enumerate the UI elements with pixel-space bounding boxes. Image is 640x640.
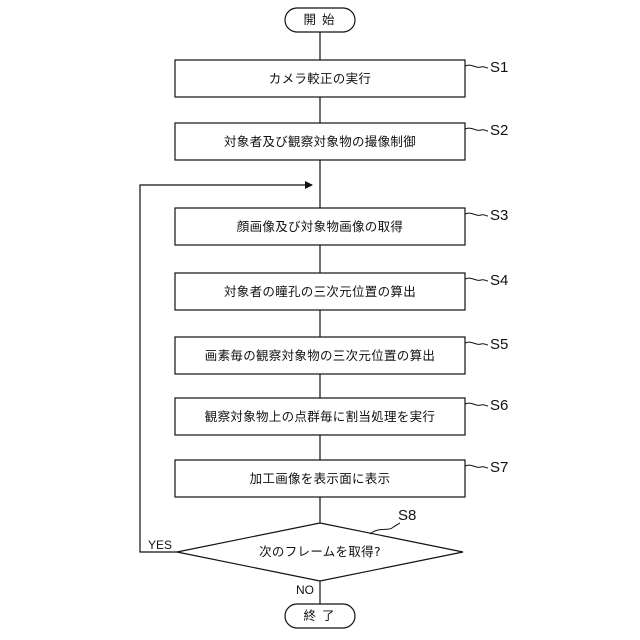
no-branch-label: NO: [296, 582, 314, 598]
yes-branch-label: YES: [148, 537, 172, 553]
step-id-s3: S3: [490, 208, 508, 224]
step-id-s7: S7: [490, 460, 508, 476]
end-label: 終了: [303, 608, 340, 624]
step-id-s6: S6: [490, 398, 508, 414]
start-label: 開始: [303, 12, 340, 28]
step-text-s7: 加工画像を表示面に表示: [250, 471, 391, 487]
step-id-s1: S1: [490, 60, 508, 76]
step-text-s5: 画素毎の観察対象物の三次元位置の算出: [205, 348, 435, 364]
step-id-s4: S4: [490, 273, 508, 289]
step-text-s1: カメラ較正の実行: [269, 71, 371, 87]
step-id-s2: S2: [490, 123, 508, 139]
decision-text-s8: 次のフレームを取得?: [259, 544, 381, 560]
step-id-s8: S8: [398, 508, 416, 524]
step-id-s5: S5: [490, 337, 508, 353]
step-text-s6: 観察対象物上の点群毎に割当処理を実行: [205, 409, 435, 425]
step-text-s2: 対象者及び観察対象物の撮像制御: [224, 134, 416, 150]
step-text-s3: 顔画像及び対象物画像の取得: [237, 219, 403, 235]
step-text-s4: 対象者の瞳孔の三次元位置の算出: [224, 284, 416, 300]
